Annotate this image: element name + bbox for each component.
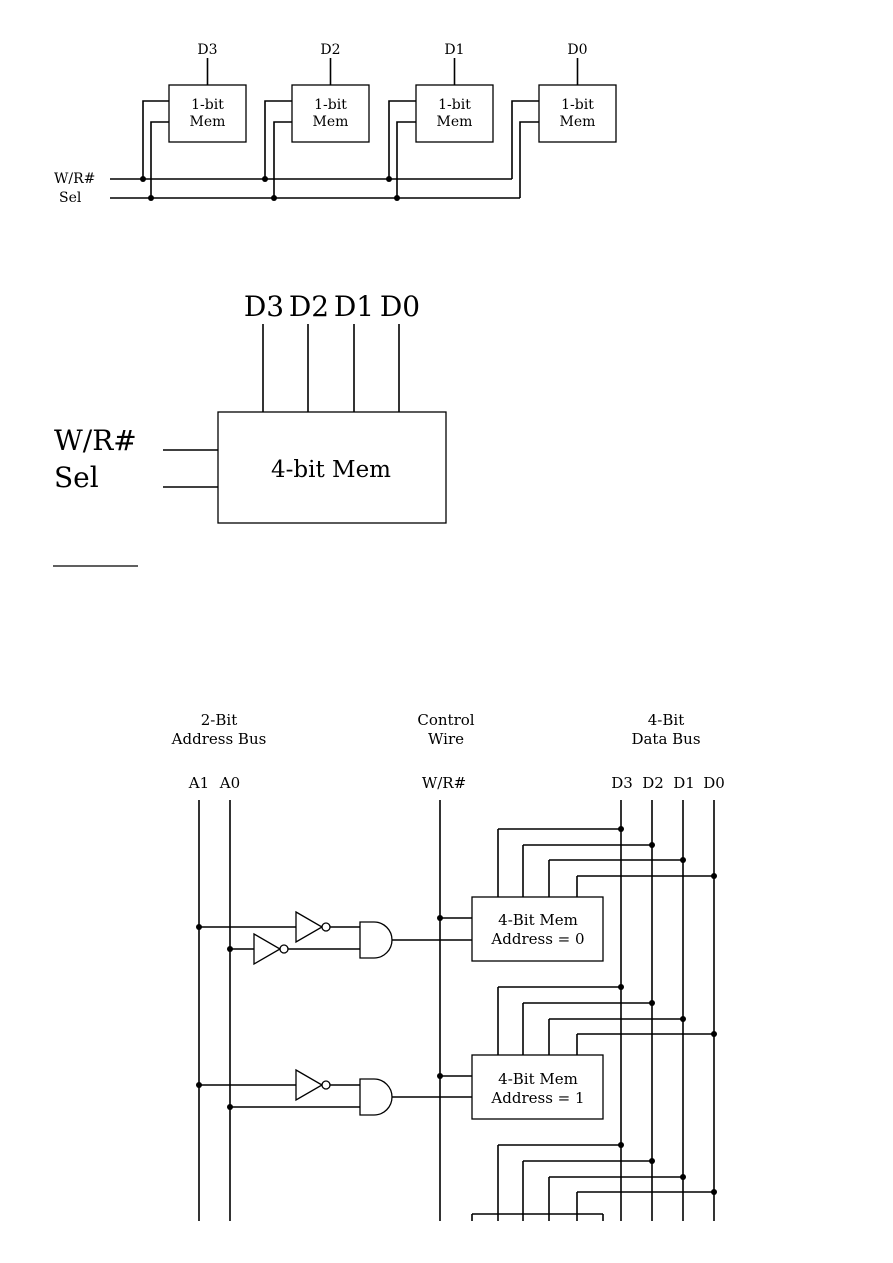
address-bus-label-line2: Address Bus bbox=[171, 730, 267, 748]
a1-inverter-bubble-1 bbox=[321, 1080, 331, 1090]
a0-inverter-bubble bbox=[279, 944, 289, 954]
a1-inverter-triangle-1 bbox=[295, 1068, 324, 1102]
cell-sel-tap bbox=[519, 121, 539, 198]
cell-sel-tap bbox=[273, 121, 292, 198]
mem-block-address-0: 4-Bit Mem Address = 0 bbox=[392, 826, 717, 962]
cells-sel-label: Sel bbox=[59, 190, 82, 206]
mem1-label-line2: Address = 1 bbox=[490, 1089, 584, 1107]
cell-sel-tap bbox=[396, 121, 416, 198]
address-bus-label-line1: 2-Bit bbox=[201, 711, 237, 729]
mem1-box bbox=[471, 1054, 604, 1120]
wr-junction-dot bbox=[386, 176, 392, 182]
wr-junction-dot bbox=[140, 176, 146, 182]
4bit-mem-block-diagram: D3 D2 D1 D0 4-bit Mem W/R# Sel bbox=[54, 290, 447, 524]
a1-label: A1 bbox=[188, 774, 209, 792]
bus-label-d2: D2 bbox=[642, 774, 664, 792]
cell-wr-tap bbox=[388, 100, 416, 179]
wr-junction-dot bbox=[262, 176, 268, 182]
cell-label-line2: Mem bbox=[560, 114, 596, 130]
4bit-mem-box bbox=[217, 411, 447, 524]
cell-data-label: D0 bbox=[567, 42, 587, 58]
mem-block-address-2-partial bbox=[471, 1142, 717, 1221]
cell-label-line1: 1-bit bbox=[314, 97, 347, 113]
cell-wr-tap bbox=[142, 100, 169, 179]
decoder-0 bbox=[196, 910, 393, 966]
control-wire-label-line2: Wire bbox=[428, 730, 464, 748]
cell-label-line2: Mem bbox=[437, 114, 473, 130]
cell-data-label: D2 bbox=[320, 42, 340, 58]
block-data-label-d3: D3 bbox=[244, 290, 284, 323]
a1-inverter-triangle bbox=[295, 910, 324, 944]
one-bit-cell-box bbox=[168, 84, 247, 143]
one-bit-cell-box bbox=[415, 84, 494, 143]
cell-data-label: D3 bbox=[197, 42, 217, 58]
one-bit-cell-box bbox=[538, 84, 617, 143]
block-data-label-d2: D2 bbox=[289, 290, 329, 323]
address-decoder-diagram: 2-Bit Address Bus Control Wire 4-Bit Dat… bbox=[171, 711, 725, 1221]
a0-inverter-triangle bbox=[253, 932, 282, 966]
cell-sel-tap bbox=[150, 121, 169, 198]
sel-junction-dot bbox=[148, 195, 154, 201]
bus-label-d3: D3 bbox=[611, 774, 633, 792]
a0-label: A0 bbox=[219, 774, 240, 792]
mem-block-address-1: 4-Bit Mem Address = 1 bbox=[392, 984, 717, 1120]
cell-label-line1: 1-bit bbox=[438, 97, 471, 113]
cell-wr-tap bbox=[511, 100, 539, 179]
data-bus-label-line2: Data Bus bbox=[631, 730, 700, 748]
control-wire-label-line1: Control bbox=[417, 711, 474, 729]
mem0-label-line1: 4-Bit Mem bbox=[498, 911, 578, 929]
a1-inverter-bubble bbox=[321, 922, 331, 932]
cell-label-line2: Mem bbox=[190, 114, 226, 130]
cell-label-line1: 1-bit bbox=[191, 97, 224, 113]
cell-label-line2: Mem bbox=[313, 114, 349, 130]
bus-label-d1: D1 bbox=[673, 774, 695, 792]
and-gate-1 bbox=[359, 1078, 393, 1116]
and-gate-0 bbox=[359, 921, 393, 959]
sel-junction-dot bbox=[271, 195, 277, 201]
mem0-box bbox=[471, 896, 604, 962]
cell-wr-tap bbox=[264, 100, 292, 179]
block-sel-label: Sel bbox=[54, 461, 99, 494]
cells-wr-label: W/R# bbox=[54, 171, 95, 187]
one-bit-cell-box bbox=[291, 84, 370, 143]
sel-junction-dot bbox=[394, 195, 400, 201]
four-1bit-cells-diagram: D31-bitMemD21-bitMemD11-bitMemD01-bitMem… bbox=[54, 42, 617, 206]
block-wr-label: W/R# bbox=[54, 424, 137, 457]
4bit-mem-box-label: 4-bit Mem bbox=[271, 457, 391, 483]
decoder-1 bbox=[196, 1068, 393, 1116]
wr-label: W/R# bbox=[422, 774, 466, 792]
data-bus-label-line1: 4-Bit bbox=[648, 711, 684, 729]
mem1-label-line1: 4-Bit Mem bbox=[498, 1070, 578, 1088]
mem0-label-line2: Address = 0 bbox=[490, 930, 584, 948]
cell-data-label: D1 bbox=[444, 42, 464, 58]
bus-label-d0: D0 bbox=[703, 774, 725, 792]
block-data-label-d1: D1 bbox=[334, 290, 374, 323]
block-data-label-d0: D0 bbox=[380, 290, 420, 323]
cell-label-line1: 1-bit bbox=[561, 97, 594, 113]
